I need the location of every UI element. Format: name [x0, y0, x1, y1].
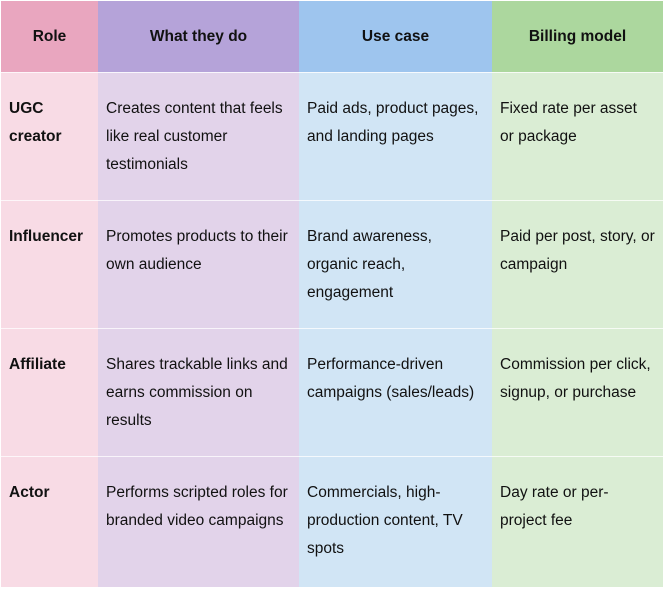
row-influencer-role: Influencer — [1, 201, 98, 329]
header-role: Role — [1, 1, 98, 73]
row-actor-billing: Day rate or per-project fee — [492, 457, 663, 587]
header-what-they-do: What they do — [98, 1, 299, 73]
row-affiliate-use-case: Performance-driven campaigns (sales/lead… — [299, 329, 492, 457]
row-actor-role: Actor — [1, 457, 98, 587]
row-ugc-what: Creates content that feels like real cus… — [98, 73, 299, 201]
row-actor-use-case: Commercials, high-production content, TV… — [299, 457, 492, 587]
row-influencer-use-case: Brand awareness, organic reach, engageme… — [299, 201, 492, 329]
row-affiliate-role: Affiliate — [1, 329, 98, 457]
row-ugc-use-case: Paid ads, product pages, and landing pag… — [299, 73, 492, 201]
row-ugc-billing: Fixed rate per asset or package — [492, 73, 663, 201]
row-influencer-billing: Paid per post, story, or campaign — [492, 201, 663, 329]
row-influencer-what: Promotes products to their own audience — [98, 201, 299, 329]
row-affiliate-what: Shares trackable links and earns commiss… — [98, 329, 299, 457]
row-actor-what: Performs scripted roles for branded vide… — [98, 457, 299, 587]
row-ugc-role: UGC creator — [1, 73, 98, 201]
header-billing-model: Billing model — [492, 1, 663, 73]
row-affiliate-billing: Commission per click, signup, or purchas… — [492, 329, 663, 457]
header-use-case: Use case — [299, 1, 492, 73]
